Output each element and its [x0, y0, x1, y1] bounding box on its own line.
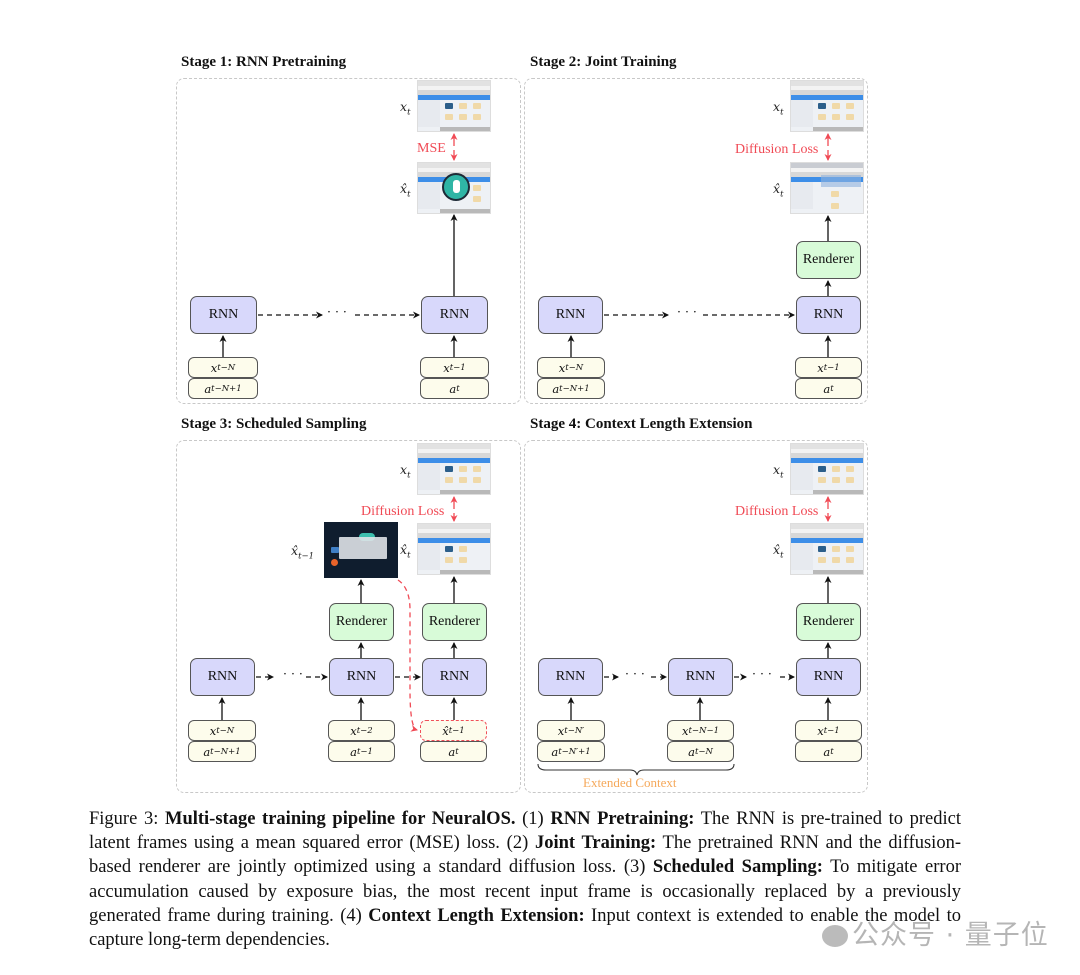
stage-4-pred-label: x̂t: [773, 542, 784, 561]
stage-3-rnn-box-3: RNN: [422, 658, 487, 696]
stage-3-diffusion-loss-label: Diffusion Loss: [361, 504, 445, 519]
stage-3-renderer-box-2: Renderer: [422, 603, 487, 641]
caption-s3-head: Scheduled Sampling:: [652, 857, 823, 878]
stage-3-target-frame-screenshot: [417, 443, 491, 495]
stage-3-prev-predicted-frame-screenshot: [324, 522, 398, 578]
stage-1-rnn-box-1: RNN: [190, 296, 257, 334]
stage-1-ellipsis: · · ·: [327, 304, 347, 319]
stage-2-renderer-box: Renderer: [796, 241, 861, 279]
stage-1-target-frame-screenshot: [417, 80, 491, 132]
llama-logo-icon: [442, 173, 470, 201]
stage-2-diffusion-loss-label: Diffusion Loss: [735, 142, 819, 157]
caption-s3-num: (3): [616, 857, 653, 878]
stage-4-ellipsis-1: · · ·: [625, 666, 645, 681]
stage-3-ellipsis: · · ·: [283, 666, 303, 681]
stage-3-prev-pred-label: x̂t−1: [291, 543, 315, 562]
caption-s2-text: The pretrained RNN and the diffusion-bas…: [89, 833, 961, 878]
stage-4-title: Stage 4: Context Length Extension: [530, 416, 753, 432]
caption-s4-num: (4): [333, 905, 369, 926]
watermark: 公众号 · 量子位: [822, 913, 1049, 952]
caption-s3-text: To mitigate error accumulation caused by…: [89, 857, 961, 926]
stage-3-target-label: xt: [400, 462, 411, 481]
stage-3-pred-label: x̂t: [400, 542, 411, 561]
stage-1-title: Stage 1: RNN Pretraining: [181, 54, 347, 70]
stage-4-renderer-box: Renderer: [796, 603, 861, 641]
stage-1-pred-label: x̂t: [400, 181, 411, 200]
stage-2-pred-label: x̂t: [773, 181, 784, 200]
caption-s4-text: Input context is extended to enable the …: [89, 905, 961, 951]
stage-1-predicted-frame-screenshot: [417, 162, 491, 214]
stage-4-rnn-box-2: RNN: [668, 658, 733, 696]
stage-2-rnn-box-2: RNN: [796, 296, 861, 334]
stage-2-ellipsis: · · ·: [677, 304, 697, 319]
stage-3-renderer-box-1: Renderer: [329, 603, 394, 641]
caption-s1-num: (1): [515, 809, 551, 829]
caption-s1-text: The RNN is pre-trained to predict latent…: [89, 809, 961, 854]
firefox-icon: [331, 559, 338, 566]
caption-s2-head: Joint Training:: [534, 833, 657, 854]
stage-3-panel: [176, 440, 521, 793]
stage-3-rnn-box-2: RNN: [329, 658, 394, 696]
stage-4-target-label: xt: [773, 462, 784, 481]
stage-4-target-frame-screenshot: [790, 443, 864, 495]
stage-2-title: Stage 2: Joint Training: [530, 54, 677, 70]
caption-title: Multi-stage training pipeline for Neural…: [164, 809, 516, 829]
stage-3-predicted-frame-screenshot: [417, 523, 491, 575]
caption-s1-head: RNN Pretraining:: [550, 809, 695, 829]
wechat-icon: [822, 925, 848, 947]
stage-2-predicted-frame-screenshot: [790, 162, 864, 214]
stage-2-panel: [524, 78, 868, 404]
stage-4-extended-context-label: Extended Context: [583, 775, 677, 790]
stage-4-ellipsis-2: · · ·: [752, 666, 772, 681]
stage-4-predicted-frame-screenshot: [790, 523, 864, 575]
stage-1-rnn-box-2: RNN: [421, 296, 488, 334]
watermark-text: 公众号 · 量子位: [852, 920, 1049, 951]
caption-s4-head: Context Length Extension:: [368, 905, 585, 926]
stage-3-rnn-box-1: RNN: [190, 658, 255, 696]
figure-caption: Figure 3: Multi-stage training pipeline …: [89, 807, 961, 952]
caption-prefix: Figure 3:: [89, 809, 165, 829]
stage-4-rnn-box-3: RNN: [796, 658, 861, 696]
stage-4-diffusion-loss-label: Diffusion Loss: [735, 504, 819, 519]
stage-1-panel: [176, 78, 521, 404]
stage-2-target-frame-screenshot: [790, 80, 864, 132]
stage-2-rnn-box-1: RNN: [538, 296, 603, 334]
caption-s2-num: (2): [499, 833, 535, 854]
stage-2-target-label: xt: [773, 99, 784, 118]
stage-3-input-xhat-3: x̂t−1: [420, 720, 487, 741]
stage-4-rnn-box-1: RNN: [538, 658, 603, 696]
stage-4-panel: [524, 440, 868, 793]
stage-3-title: Stage 3: Scheduled Sampling: [181, 416, 367, 432]
stage-1-target-label: xt: [400, 99, 411, 118]
stage-1-mse-loss-label: MSE: [417, 141, 446, 156]
